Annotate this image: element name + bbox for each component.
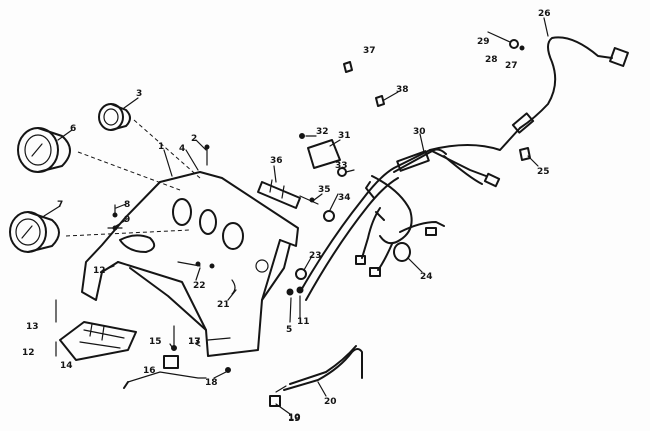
- callout-19: 19: [288, 414, 301, 424]
- callout-14: 14: [60, 361, 73, 371]
- callout-15: 15: [149, 337, 162, 347]
- bracket-14: [59, 321, 137, 361]
- callout-26: 26: [538, 9, 551, 19]
- callout-37: 37: [363, 46, 376, 56]
- callout-labels: 1 2 3 4 5 6 7 8 9 10 11 12 12 13 13 14 1…: [22, 9, 551, 424]
- callout-13a: 13: [26, 322, 39, 332]
- connector-25: [519, 147, 531, 161]
- part-16: [163, 355, 179, 369]
- callout-30: 30: [413, 127, 426, 137]
- callout-17: 17: [188, 337, 201, 347]
- relay-31: [299, 133, 355, 177]
- part-38: [375, 95, 385, 107]
- callout-35: 35: [318, 185, 331, 195]
- callout-21: 21: [217, 300, 230, 310]
- callout-11: 11: [297, 317, 310, 327]
- callout-13b: 13: [188, 337, 201, 347]
- part-28: [509, 39, 519, 49]
- callout-12b: 12: [22, 348, 35, 358]
- callout-10: 10: [288, 413, 301, 423]
- callout-22: 22: [193, 281, 206, 291]
- callout-7: 7: [57, 200, 63, 210]
- gauge-7: [9, 211, 60, 253]
- callout-16: 16: [143, 366, 156, 376]
- leader-lines: [43, 17, 549, 415]
- callout-33: 33: [335, 161, 348, 171]
- callout-25: 25: [537, 167, 550, 177]
- callout-18: 18: [205, 378, 218, 388]
- callout-28: 28: [485, 55, 498, 65]
- callout-1: 1: [158, 142, 164, 152]
- harness-26: [511, 36, 629, 134]
- callout-3: 3: [136, 89, 142, 99]
- callout-24: 24: [420, 272, 433, 282]
- callout-2: 2: [191, 134, 197, 144]
- callout-9: 9: [124, 215, 130, 225]
- callout-23: 23: [309, 251, 322, 261]
- fasteners: [55, 144, 307, 373]
- gauge-3: [98, 103, 131, 131]
- callout-31: 31: [338, 131, 351, 141]
- callout-12a: 12: [93, 266, 106, 276]
- wiring-harness-30: [299, 127, 521, 301]
- callout-4: 4: [179, 144, 185, 154]
- grommet-34: [323, 210, 335, 222]
- callout-6: 6: [70, 124, 76, 134]
- callout-36: 36: [270, 156, 283, 166]
- part-37: [343, 61, 353, 73]
- callout-29: 29: [477, 37, 490, 47]
- callout-8: 8: [124, 200, 130, 210]
- callout-38: 38: [396, 85, 409, 95]
- callout-32: 32: [316, 127, 329, 137]
- switch-36: [257, 179, 301, 209]
- gauge-6: [17, 127, 71, 173]
- callout-34: 34: [338, 193, 351, 203]
- callout-20: 20: [324, 397, 337, 407]
- ring-24: [393, 242, 411, 262]
- callout-27: 27: [505, 61, 518, 71]
- callout-5: 5: [286, 325, 292, 335]
- harness-20: [269, 345, 363, 407]
